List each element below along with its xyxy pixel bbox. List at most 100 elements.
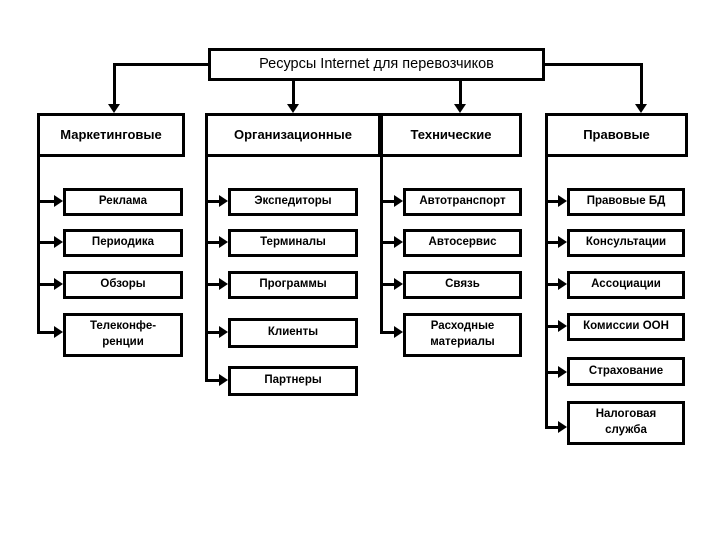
item-box-reklama[interactable]: Реклама: [63, 188, 183, 216]
branch-organizational-3: [205, 283, 222, 286]
item-label: Программы: [259, 278, 327, 291]
branch-arrow-legal-4: [558, 320, 567, 332]
spine-legal: [545, 157, 548, 429]
item-box-pravovye-bd[interactable]: Правовые БД: [567, 188, 685, 216]
branch-organizational-4: [205, 331, 222, 334]
spine-technical: [380, 157, 383, 334]
item-box-obzory[interactable]: Обзоры: [63, 271, 183, 299]
branch-arrow-organizational-2: [219, 236, 228, 248]
item-box-komissii-oon[interactable]: Комиссии ООН: [567, 313, 685, 341]
branch-technical-4: [380, 331, 397, 334]
item-box-associacii[interactable]: Ассоциации: [567, 271, 685, 299]
item-label-line1: Расходные: [430, 320, 495, 333]
item-label-line1: Телеконфе-: [89, 320, 157, 333]
spine-organizational: [205, 157, 208, 381]
item-box-rashodnye-materialy[interactable]: Расходные материалы: [403, 313, 522, 357]
branch-arrow-legal-5: [558, 366, 567, 378]
item-label: Терминалы: [260, 236, 326, 249]
branch-arrow-marketing-3: [54, 278, 63, 290]
branch-arrow-technical-2: [394, 236, 403, 248]
item-label-line2: материалы: [430, 336, 495, 348]
root-bus-left: [113, 63, 210, 66]
item-label: Ассоциации: [591, 278, 661, 291]
item-box-svyaz[interactable]: Связь: [403, 271, 522, 299]
branch-marketing-4: [37, 331, 57, 334]
category-header-label: Маркетинговые: [60, 126, 162, 142]
root-drop-technical: [459, 80, 462, 105]
item-box-programmy[interactable]: Программы: [228, 271, 358, 299]
branch-arrow-legal-2: [558, 236, 567, 248]
diagram-title-text: Ресурсы Internet для перевозчиков: [259, 56, 494, 73]
item-label-line2: ренции: [102, 336, 144, 348]
branch-organizational-2: [205, 241, 222, 244]
root-drop-legal: [640, 63, 643, 105]
category-header-legal[interactable]: Правовые: [545, 113, 688, 157]
category-header-label: Технические: [410, 126, 492, 142]
branch-arrow-technical-4: [394, 326, 403, 338]
item-label: Комиссии ООН: [583, 320, 669, 333]
category-header-technical[interactable]: Технические: [380, 113, 522, 157]
item-label: Экспедиторы: [254, 195, 332, 208]
branch-legal-4: [545, 325, 561, 328]
item-label: Автосервис: [428, 236, 497, 249]
category-header-label: Организационные: [233, 126, 353, 142]
branch-marketing-1: [37, 200, 57, 203]
item-box-avtoservis[interactable]: Автосервис: [403, 229, 522, 257]
branch-legal-3: [545, 283, 561, 286]
branch-arrow-legal-3: [558, 278, 567, 290]
item-box-partnery[interactable]: Партнеры: [228, 366, 358, 396]
item-box-klienty[interactable]: Клиенты: [228, 318, 358, 348]
item-box-periodika[interactable]: Периодика: [63, 229, 183, 257]
item-box-nalogovaya-sluzhba[interactable]: Налоговая служба: [567, 401, 685, 445]
branch-arrow-marketing-2: [54, 236, 63, 248]
item-box-telekonferencii[interactable]: Телеконфе- ренции: [63, 313, 183, 357]
diagram-title-box: Ресурсы Internet для перевозчиков: [208, 48, 545, 81]
root-drop-marketing: [113, 63, 116, 105]
item-label-line1: Налоговая: [595, 408, 657, 421]
item-label: Партнеры: [264, 374, 322, 387]
item-label: Реклама: [98, 195, 148, 208]
branch-legal-1: [545, 200, 561, 203]
item-label: Консультации: [585, 236, 667, 249]
branch-arrow-organizational-3: [219, 278, 228, 290]
item-box-ekspeditory[interactable]: Экспедиторы: [228, 188, 358, 216]
root-arrow-organizational: [287, 104, 299, 113]
branch-legal-2: [545, 241, 561, 244]
branch-arrow-legal-6: [558, 421, 567, 433]
branch-arrow-marketing-4: [54, 326, 63, 338]
item-box-konsultacii[interactable]: Консультации: [567, 229, 685, 257]
branch-organizational-5: [205, 379, 222, 382]
branch-technical-3: [380, 283, 397, 286]
branch-arrow-organizational-5: [219, 374, 228, 386]
item-label: Страхование: [588, 364, 664, 377]
category-header-label: Правовые: [583, 126, 650, 142]
item-label: Обзоры: [100, 278, 146, 291]
branch-arrow-legal-1: [558, 195, 567, 207]
branch-marketing-3: [37, 283, 57, 286]
branch-organizational-1: [205, 200, 222, 203]
item-box-avtotransport[interactable]: Автотранспорт: [403, 188, 522, 216]
branch-arrow-organizational-1: [219, 195, 228, 207]
branch-technical-2: [380, 241, 397, 244]
item-box-terminaly[interactable]: Терминалы: [228, 229, 358, 257]
item-label: Клиенты: [267, 326, 319, 339]
branch-technical-1: [380, 200, 397, 203]
root-drop-organizational: [292, 80, 295, 105]
item-box-strahovanie[interactable]: Страхование: [567, 357, 685, 386]
branch-arrow-organizational-4: [219, 326, 228, 338]
item-label: Периодика: [91, 236, 155, 249]
item-label: Связь: [445, 278, 480, 291]
item-label: Автотранспорт: [419, 195, 506, 208]
branch-legal-5: [545, 371, 561, 374]
item-label-line2: служба: [605, 424, 647, 436]
category-header-organizational[interactable]: Организационные: [205, 113, 381, 157]
root-arrow-legal: [635, 104, 647, 113]
root-arrow-marketing: [108, 104, 120, 113]
root-bus-right: [543, 63, 643, 66]
root-arrow-technical: [454, 104, 466, 113]
branch-legal-6: [545, 426, 561, 429]
category-header-marketing[interactable]: Маркетинговые: [37, 113, 185, 157]
spine-marketing: [37, 157, 40, 334]
branch-arrow-technical-1: [394, 195, 403, 207]
